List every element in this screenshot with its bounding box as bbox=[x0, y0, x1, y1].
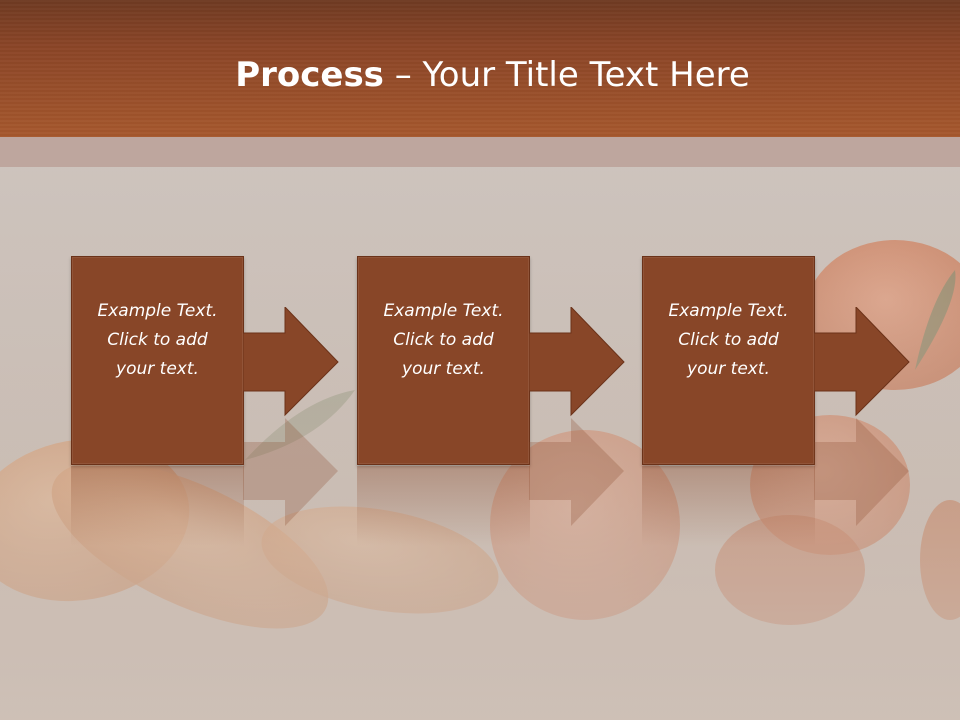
arrow-right-icon bbox=[243, 307, 339, 417]
process-step-reflection-2 bbox=[357, 466, 530, 546]
process-step-reflection-3 bbox=[642, 466, 815, 546]
title-header-bar bbox=[0, 0, 960, 137]
arrow-right-icon bbox=[814, 307, 910, 417]
slide-title[interactable]: Process – Your Title Text Here bbox=[0, 50, 960, 100]
process-step-text-2: Example Text. Click to add your text. bbox=[383, 301, 504, 379]
header-band bbox=[0, 137, 960, 167]
arrow-right-icon bbox=[529, 307, 625, 417]
process-step-reflection-1 bbox=[71, 466, 244, 546]
process-step-box-3[interactable]: Example Text. Click to add your text. bbox=[642, 256, 815, 465]
process-step-text-3: Example Text. Click to add your text. bbox=[668, 301, 789, 379]
process-step-box-1[interactable]: Example Text. Click to add your text. bbox=[71, 256, 244, 465]
arrow-reflection-icon bbox=[243, 418, 338, 526]
arrow-reflection-icon bbox=[814, 418, 909, 526]
title-bold-text: Process bbox=[235, 55, 384, 95]
arrow-reflection-icon bbox=[529, 418, 624, 526]
process-step-text-1: Example Text. Click to add your text. bbox=[97, 301, 218, 379]
title-rest-text: – Your Title Text Here bbox=[383, 55, 750, 95]
process-step-box-2[interactable]: Example Text. Click to add your text. bbox=[357, 256, 530, 465]
